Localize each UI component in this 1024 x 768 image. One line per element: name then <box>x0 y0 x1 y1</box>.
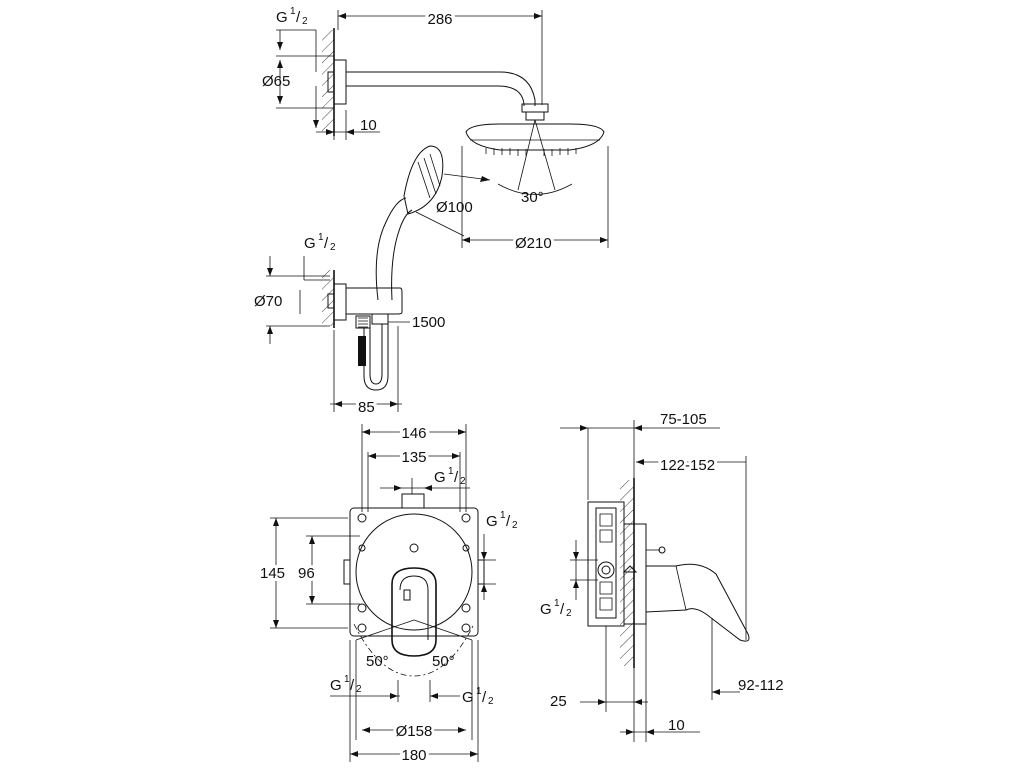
lever-angle-right-label: 50° <box>432 653 455 670</box>
install-depth-label: 75-105 <box>660 411 707 428</box>
mixer-height-outer-label: 145 <box>260 565 285 582</box>
lever-projection-label: 92-112 <box>738 677 784 694</box>
head-diameter-label: Ø210 <box>515 235 552 252</box>
hand-shower-diameter-label: Ø100 <box>436 199 473 216</box>
svg-text:2: 2 <box>302 16 308 27</box>
mixer-bottom-right-thread-label: G 1 / 2 <box>462 686 494 707</box>
mounting-screws <box>357 513 471 633</box>
svg-text:2: 2 <box>330 242 336 253</box>
rosette-diameter-label: Ø158 <box>396 723 433 740</box>
svg-text:G: G <box>330 677 342 694</box>
svg-text:/: / <box>324 235 329 252</box>
svg-text:1: 1 <box>318 232 324 243</box>
arm-flange-diameter-label: Ø65 <box>262 73 290 90</box>
side-wall-offset-label: 10 <box>668 717 685 734</box>
mixer-front-view: 50° 50° 146 135 G 1 / 2 G 1 / 2 <box>257 422 518 767</box>
svg-text:1: 1 <box>476 686 482 697</box>
svg-text:G: G <box>304 235 316 252</box>
svg-text:/: / <box>482 689 487 706</box>
svg-text:1: 1 <box>448 466 454 477</box>
svg-text:1: 1 <box>344 674 350 685</box>
mixer-top-thread-label: G 1 / 2 <box>434 466 466 487</box>
mixer-bottom-left-thread-label: G 1 / 2 <box>330 674 362 695</box>
hose-length-label: 1500 <box>412 314 445 331</box>
mixer-right-thread-label: G 1 / 2 <box>486 510 518 531</box>
shower-arm-view: 286 G 1 / 2 Ø65 10 30° <box>262 6 609 255</box>
svg-text:1: 1 <box>290 6 296 17</box>
nozzle-row <box>485 148 577 156</box>
svg-text:2: 2 <box>460 476 466 487</box>
svg-text:2: 2 <box>356 684 362 695</box>
svg-text:/: / <box>506 513 511 530</box>
svg-text:2: 2 <box>512 520 518 531</box>
svg-text:1: 1 <box>500 510 506 521</box>
svg-text:G: G <box>540 601 552 618</box>
svg-text:1: 1 <box>554 598 560 609</box>
lever-angle-left-label: 50° <box>366 653 389 670</box>
outlet-projection-label: 85 <box>358 399 375 416</box>
head-tilt-angle-label: 30° <box>521 189 544 206</box>
svg-text:G: G <box>486 513 498 530</box>
svg-text:/: / <box>296 9 301 26</box>
arm-wall-offset-label: 10 <box>360 117 377 134</box>
arm-thread-label: G 1 / 2 <box>276 6 308 27</box>
svg-text:G: G <box>462 689 474 706</box>
mixer-height-inner-label: 96 <box>298 565 315 582</box>
svg-text:/: / <box>560 601 565 618</box>
svg-text:2: 2 <box>488 696 494 707</box>
svg-text:G: G <box>276 9 288 26</box>
recess-depth-label: 25 <box>550 693 567 710</box>
svg-text:2: 2 <box>566 608 572 619</box>
mixer-width-outer-label: 146 <box>401 425 426 442</box>
hand-shower-view: Ø100 1500 G 1 / 2 Ø70 <box>254 145 491 419</box>
side-projection-label: 122-152 <box>660 457 715 474</box>
svg-text:/: / <box>454 469 459 486</box>
mixer-overall-width-label: 180 <box>401 747 426 764</box>
svg-text:/: / <box>350 677 355 694</box>
outlet-flange-diameter-label: Ø70 <box>254 293 282 310</box>
mixer-width-inner-label: 135 <box>401 449 426 466</box>
outlet-thread-label: G 1 / 2 <box>304 232 336 253</box>
mixer-side-view: 75-105 122-152 G 1 / 2 92-112 25 <box>540 411 784 742</box>
side-thread-label: G 1 / 2 <box>540 598 572 619</box>
arm-length-label: 286 <box>427 11 452 28</box>
svg-text:G: G <box>434 469 446 486</box>
